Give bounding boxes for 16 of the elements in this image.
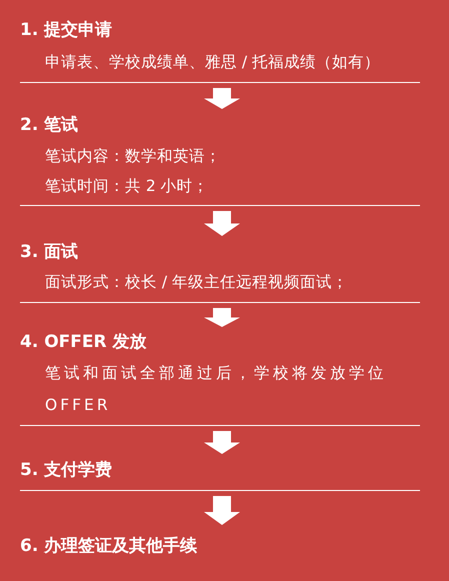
step-heading: 6. 办理签证及其他手续 bbox=[20, 535, 198, 558]
down-arrow bbox=[204, 431, 240, 454]
step-description: 面试形式：校长 / 年级主任远程视频面试； bbox=[45, 272, 350, 293]
down-arrow bbox=[204, 211, 240, 236]
step-description: 申请表、学校成绩单、雅思 / 托福成绩（如有） bbox=[45, 52, 382, 73]
step-description: 笔试内容：数学和英语； bbox=[45, 146, 222, 167]
down-arrow bbox=[204, 88, 240, 109]
step-description: 笔试时间：共 2 小时； bbox=[45, 176, 210, 197]
step-heading: 4. OFFER 发放 bbox=[20, 331, 147, 354]
down-arrow bbox=[204, 496, 240, 525]
down-arrow bbox=[204, 308, 240, 327]
step-heading: 3. 面试 bbox=[20, 241, 78, 264]
step-heading: 1. 提交申请 bbox=[20, 19, 112, 42]
step-description: 笔试和面试全部通过后，学校将发放学位 OFFER bbox=[45, 363, 388, 416]
step-heading: 5. 支付学费 bbox=[20, 459, 112, 482]
step-heading: 2. 笔试 bbox=[20, 114, 78, 137]
